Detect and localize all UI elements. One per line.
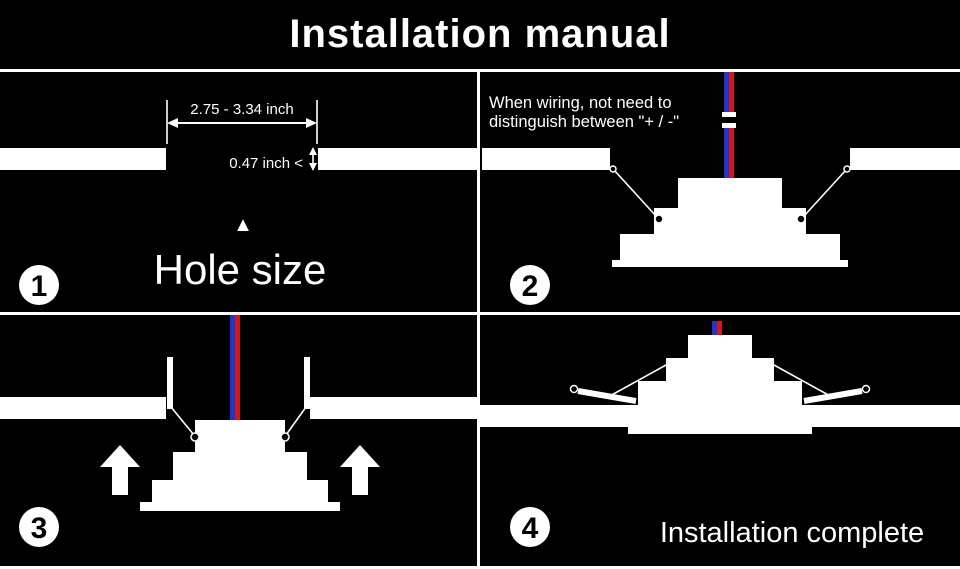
panel-step-3: 3 (0, 315, 477, 547)
hole-width-label: 2.75 - 3.34 inch (190, 101, 293, 118)
ceiling-left (0, 397, 166, 419)
wire-blue-lower (724, 128, 729, 178)
ceiling-right (310, 397, 477, 419)
push-up-arrow-left-icon (100, 445, 140, 467)
lamp-tier-bottom (620, 234, 840, 260)
spring-right-bar (304, 357, 310, 409)
wiring-note-line2: distinguish between "+ / -" (489, 113, 679, 131)
wire-connector-top (722, 112, 736, 117)
step-number: 2 (522, 270, 539, 303)
ceiling-left (480, 405, 638, 427)
ceiling-right (850, 148, 960, 170)
wire-blue-stub (712, 321, 717, 336)
spring-left-link (170, 406, 195, 436)
page-title: Installation manual (289, 12, 671, 56)
wiring-note-line1: When wiring, not need to (489, 94, 672, 112)
push-up-arrow-right-stem (352, 467, 368, 495)
step-number: 4 (522, 512, 539, 545)
lamp-tier-top (195, 420, 285, 452)
ceiling-right (802, 405, 960, 427)
up-triangle-icon: ▲ (233, 214, 253, 236)
panel-step-1: 2.75 - 3.34 inch 0.47 inch < ▲ Hole size… (0, 100, 477, 305)
lamp-trim (140, 502, 340, 511)
step-badge-circle (510, 507, 550, 547)
wire-connector-bottom (722, 123, 736, 128)
lamp-trim (612, 260, 848, 267)
step-badge-circle (510, 265, 550, 305)
dim-arrowhead-right-icon (306, 118, 317, 128)
spring-left-ring (569, 384, 579, 394)
divider-middle (0, 312, 960, 315)
ceiling-right (318, 148, 477, 170)
panel-step-2: When wiring, not need to distinguish bet… (482, 72, 960, 305)
lamp-tier-middle (173, 452, 307, 480)
spring-right-ring (861, 384, 871, 394)
panel-step-4: Installation complete 4 (480, 321, 960, 549)
spring-left-bar (167, 357, 173, 409)
spring-right-bar (803, 388, 863, 404)
hole-depth-label: 0.47 inch < (229, 155, 303, 172)
wire-red (235, 315, 240, 420)
divider-vertical (477, 69, 480, 569)
push-up-arrow-right-icon (340, 445, 380, 467)
lamp-tier-bottom (638, 381, 802, 427)
spring-right-link (285, 406, 307, 436)
divider-top (0, 69, 960, 72)
wire-red-upper (729, 72, 734, 112)
divider-bottom (0, 566, 960, 569)
spring-right-link (773, 364, 833, 398)
spring-right (803, 169, 847, 217)
dim-arrowhead-left-icon (167, 118, 178, 128)
hinge-left-ring (190, 432, 200, 442)
lamp-tier-middle (654, 208, 806, 234)
wire-red-lower (729, 128, 734, 178)
step-number: 3 (31, 512, 48, 545)
spring-right-ceiling-ring (843, 165, 851, 173)
spring-left-hinge-ring (654, 214, 664, 224)
depth-arrowhead-bottom-icon (309, 163, 317, 171)
lamp-tier-top (688, 335, 752, 358)
lamp-tier-middle (666, 358, 774, 381)
push-up-arrow-left-stem (112, 467, 128, 495)
lamp-tier-bottom (152, 480, 328, 502)
lamp-trim (628, 427, 812, 434)
hole-size-caption: Hole size (154, 246, 327, 293)
hinge-right-ring (280, 432, 290, 442)
spring-left-bar (577, 388, 637, 404)
spring-left-link (607, 364, 667, 398)
spring-right-hinge-ring (796, 214, 806, 224)
spring-left (613, 169, 657, 217)
lamp-tier-top (678, 178, 782, 208)
complete-caption: Installation complete (660, 517, 924, 549)
step-badge-circle (19, 265, 59, 305)
wire-blue (230, 315, 235, 420)
wire-red-stub (717, 321, 722, 336)
depth-arrowhead-top-icon (309, 147, 317, 155)
step-number: 1 (31, 270, 48, 303)
ceiling-left (0, 148, 166, 170)
ceiling-left (482, 148, 610, 170)
wire-blue-upper (724, 72, 729, 112)
spring-left-ceiling-ring (609, 165, 617, 173)
step-badge-circle (19, 507, 59, 547)
